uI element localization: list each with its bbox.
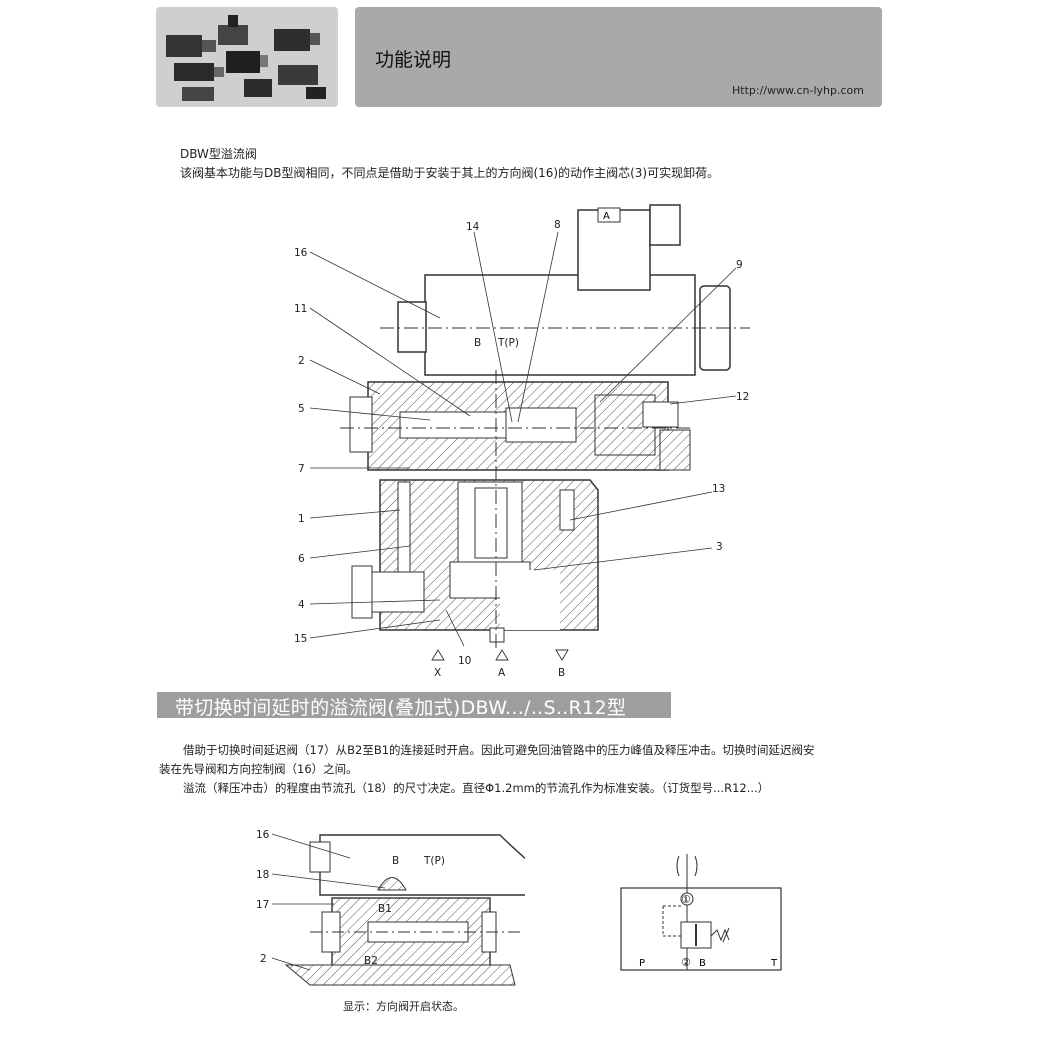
- section-banner: 带切换时间延时的溢流阀(叠加式)DBW.../..S..R12型: [157, 692, 671, 719]
- dbw-valve-cross-section: A: [280, 190, 760, 680]
- callout-label: 12: [736, 391, 749, 403]
- callout-label: 1: [298, 513, 305, 525]
- paragraph-1-line-1: 借助于切换时间延迟阀（17）从B2至B1的连接延时开启。因此可避免回油管路中的压…: [183, 743, 815, 757]
- section-description: 该阀基本功能与DB型阀相同，不同点是借助于安装于其上的方向阀(16)的动作主阀芯…: [180, 166, 720, 180]
- port-label: B: [474, 337, 481, 349]
- callout-label: 14: [466, 221, 480, 233]
- callout-label: 4: [298, 599, 305, 611]
- symbol-port-t: T: [770, 958, 778, 969]
- symbol-label-1: ①: [681, 893, 691, 906]
- callout-label: 2: [298, 355, 305, 367]
- symbol-port-b: B: [699, 958, 706, 969]
- section-title: DBW型溢流阀: [180, 147, 257, 161]
- header-bar: 功能说明 Http://www.cn-lyhp.com: [355, 7, 882, 107]
- callout-label: 11: [294, 303, 307, 315]
- delay-valve-cross-section: 16 18 17 2 B T(P) B1 B2: [250, 820, 573, 1000]
- callout-label: 5: [298, 403, 305, 415]
- website-url[interactable]: Http://www.cn-lyhp.com: [732, 84, 864, 97]
- port-label: B: [392, 855, 399, 867]
- header-product-photo: [156, 7, 338, 107]
- port-label: B2: [364, 955, 378, 967]
- callout-label: 15: [294, 633, 307, 645]
- page-title: 功能说明: [375, 49, 452, 71]
- callout-label: 16: [256, 829, 270, 841]
- valve-products-image: [156, 7, 338, 107]
- callout-label: 17: [256, 899, 269, 911]
- callout-label: 6: [298, 553, 305, 565]
- callout-label: 9: [736, 259, 743, 271]
- callout-label: 16: [294, 247, 308, 259]
- port-label: T(P): [497, 337, 519, 349]
- port-label: B1: [378, 903, 392, 915]
- figure-caption: 显示：方向阀开启状态。: [343, 1000, 464, 1013]
- port-label: T(P): [423, 855, 445, 867]
- port-label-a: A: [498, 667, 506, 679]
- section-banner-title: 带切换时间延时的溢流阀(叠加式)DBW.../..S..R12型: [175, 697, 627, 719]
- callout-label: 8: [554, 219, 561, 231]
- callout-label: 13: [712, 483, 725, 495]
- callout-label: 3: [716, 541, 723, 553]
- paragraph-1-line-2: 装在先导阀和方向控制阀（16）之间。: [159, 762, 358, 776]
- symbol-label-2: ②: [681, 956, 691, 969]
- port-label-b: B: [558, 667, 565, 679]
- port-label-x: X: [434, 667, 441, 679]
- solenoid-tag: A: [603, 211, 610, 222]
- callout-label: 10: [458, 655, 471, 667]
- hydraulic-symbol: ① ② P B T: [617, 850, 787, 975]
- callout-label: 2: [260, 953, 267, 965]
- symbol-port-p: P: [639, 958, 645, 969]
- callout-label: 18: [256, 869, 269, 881]
- paragraph-2: 溢流（释压冲击）的程度由节流孔（18）的尺寸决定。直径Φ1.2mm的节流孔作为标…: [183, 781, 770, 795]
- callout-label: 7: [298, 463, 305, 475]
